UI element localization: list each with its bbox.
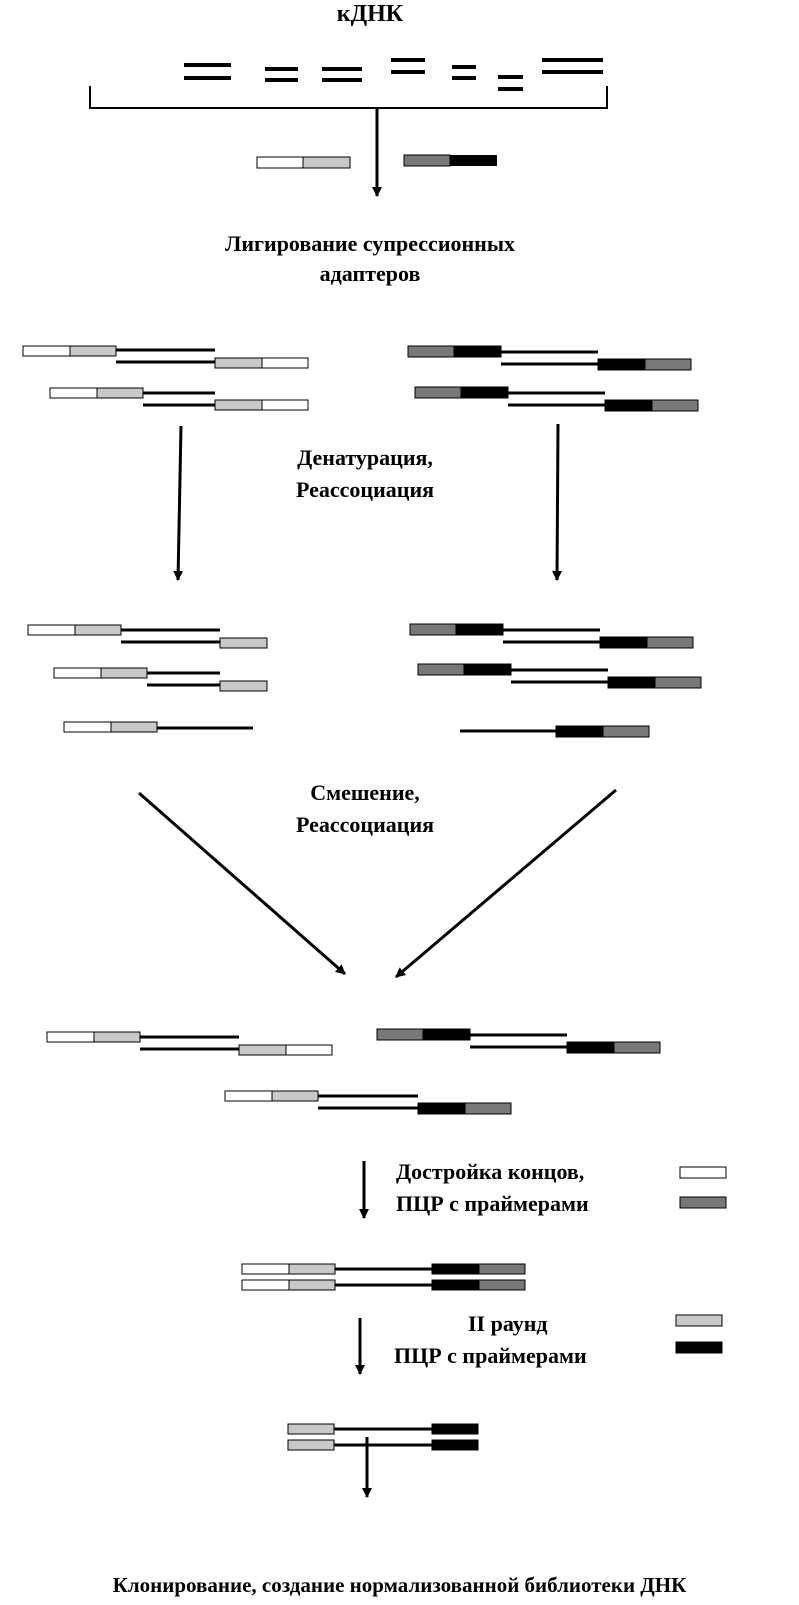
step-mixing-line2: Реассоциация xyxy=(295,812,435,837)
step-ligation-line1: Лигирование супрессионных xyxy=(224,231,516,256)
primers-set-1 xyxy=(679,1166,727,1209)
cdna-bracket xyxy=(89,86,608,109)
step-denature-line1: Денатурация, xyxy=(297,445,433,470)
pcr-product-round1 xyxy=(241,1263,526,1291)
arrow-left-denature xyxy=(173,425,184,581)
reassociated-left xyxy=(27,624,268,733)
step-round2: II раунд ПЦР с праймерами xyxy=(394,1308,587,1372)
cdna-fragments xyxy=(184,58,603,91)
step-mixing: Смешение, Реассоциация xyxy=(230,777,500,841)
pcr-product-round2 xyxy=(287,1423,479,1451)
step-ligation-line2: адаптеров xyxy=(319,261,421,286)
arrow-right-mix xyxy=(395,788,617,979)
step-fill-in-line1: Достройка концов, xyxy=(396,1159,585,1184)
mixed-hybrids xyxy=(46,1028,661,1115)
step-denature: Денатурация, Реассоциация xyxy=(230,442,500,506)
arrows xyxy=(138,108,617,1498)
adapter-1 xyxy=(256,156,351,169)
step-fill-in: Достройка концов, ПЦР с праймерами xyxy=(396,1156,589,1220)
adapter-2 xyxy=(403,154,497,167)
step-final: Клонирование, создание нормализованной б… xyxy=(112,1573,687,1597)
step-mixing-line1: Смешение, xyxy=(310,780,420,805)
ligated-left xyxy=(22,345,309,411)
step-round2-line2: ПЦР с праймерами xyxy=(394,1343,587,1368)
ligated-right xyxy=(407,345,699,412)
step-round2-line1: II раунд xyxy=(468,1311,548,1336)
arrow-right-denature xyxy=(552,423,563,581)
title-cdna: кДНК xyxy=(336,1,404,27)
step-fill-in-line2: ПЦР с праймерами xyxy=(396,1191,589,1216)
step-ligation: Лигирование супрессионных адаптеров xyxy=(150,229,590,289)
step-denature-line2: Реассоциация xyxy=(295,477,435,502)
primers-set-2 xyxy=(675,1314,723,1354)
arrow-left-mix xyxy=(138,791,346,976)
reassociated-right xyxy=(409,623,702,738)
